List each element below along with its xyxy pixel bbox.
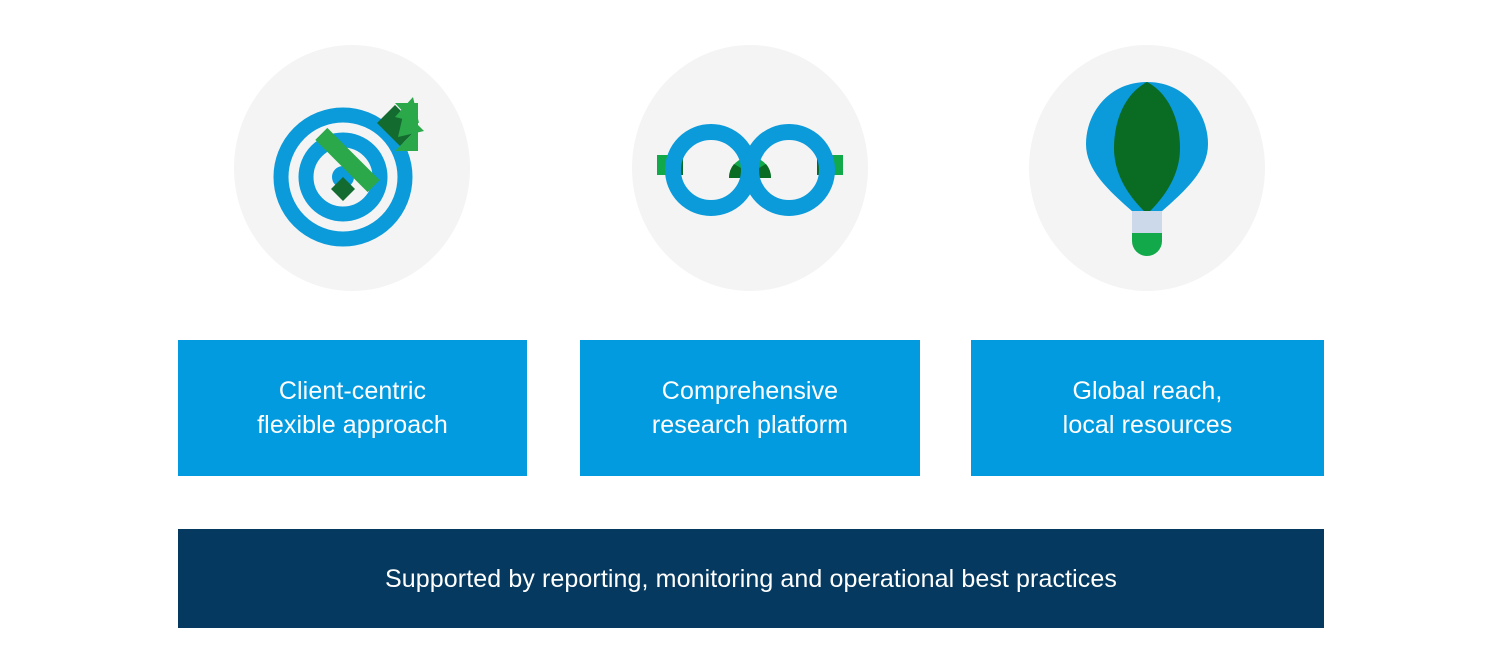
feature-card-client-centric[interactable]: Client-centric flexible approach	[178, 340, 527, 476]
hot-air-balloon-icon	[1029, 45, 1265, 291]
target-arrow-icon	[234, 45, 470, 291]
support-banner: Supported by reporting, monitoring and o…	[178, 529, 1324, 628]
feature-card-label: Comprehensive research platform	[651, 377, 849, 439]
support-banner-label: Supported by reporting, monitoring and o…	[385, 564, 1117, 593]
feature-card-label: Global reach, local resources	[1062, 377, 1233, 439]
icon-cell-client-centric	[234, 45, 470, 291]
feature-card-global-reach[interactable]: Global reach, local resources	[971, 340, 1324, 476]
eyeglasses-icon	[632, 45, 868, 291]
icon-cell-comprehensive-research	[632, 45, 868, 291]
feature-card-comprehensive-research[interactable]: Comprehensive research platform	[580, 340, 920, 476]
feature-card-label: Client-centric flexible approach	[257, 377, 448, 439]
icon-cell-global-reach	[1029, 45, 1265, 291]
icon-row	[178, 45, 1324, 291]
feature-cards: Client-centric flexible approach Compreh…	[178, 340, 1324, 476]
